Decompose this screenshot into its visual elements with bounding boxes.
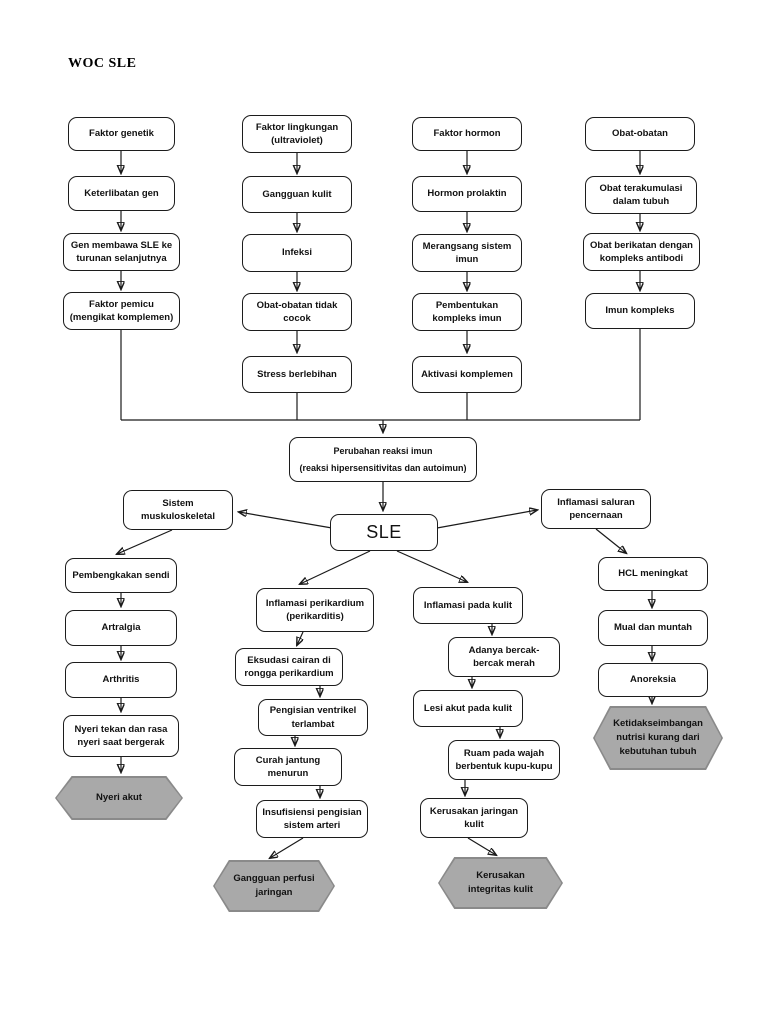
node-sistem-muskuloskeletal: Sistem muskuloskeletal	[123, 490, 233, 530]
node-nyeri-tekan: Nyeri tekan dan rasa nyeri saat bergerak	[63, 715, 179, 757]
node-perubahan-reaksi-imun: Perubahan reaksi imun (reaksi hipersensi…	[289, 437, 477, 482]
outcome-gangguan-perfusi-label: Gangguan perfusi jaringan	[233, 872, 315, 898]
node-pembentukan-kompleks-imun: Pembentukan kompleks imun	[412, 293, 522, 331]
node-inflamasi-perikardium: Inflamasi perikardium (perikarditis)	[256, 588, 374, 632]
outcome-nyeri-akut-label: Nyeri akut	[96, 791, 142, 803]
node-pengisian-ventrikel: Pengisian ventrikel terlambat	[258, 699, 368, 736]
node-curah-jantung-menurun: Curah jantung menurun	[234, 748, 342, 786]
node-mual-dan-muntah: Mual dan muntah	[598, 610, 708, 646]
node-imun-kompleks: Imun kompleks	[585, 293, 695, 329]
node-anoreksia: Anoreksia	[598, 663, 708, 697]
node-stress-berlebihan: Stress berlebihan	[242, 356, 352, 393]
outcome-ketidakseimbangan-nutrisi: Ketidakseimbangan nutrisi kurang dari ke…	[593, 706, 723, 770]
node-eksudasi-cairan: Eksudasi cairan di rongga perikardium	[235, 648, 343, 686]
node-aktivasi-komplemen: Aktivasi komplemen	[412, 356, 522, 393]
node-merangsang-sistem-imun: Merangsang sistem imun	[412, 234, 522, 272]
node-hcl-meningkat: HCL meningkat	[598, 557, 708, 591]
merge-line2: (reaksi hipersensitivitas dan autoimun)	[299, 462, 467, 473]
outcome-kerusakan-integritas-label: Kerusakan integritas kulit	[468, 869, 533, 895]
node-artralgia: Artralgia	[65, 610, 177, 646]
node-obat-tidak-cocok: Obat-obatan tidak cocok	[242, 293, 352, 331]
outcome-nyeri-akut: Nyeri akut	[55, 776, 183, 820]
node-obat-terakumulasi: Obat terakumulasi dalam tubuh	[585, 176, 697, 214]
node-bercak-merah: Adanya bercak-bercak merah	[448, 637, 560, 677]
node-arthritis: Arthritis	[65, 662, 177, 698]
node-faktor-genetik: Faktor genetik	[68, 117, 175, 151]
node-faktor-pemicu: Faktor pemicu (mengikat komplemen)	[63, 292, 180, 330]
node-pembengkakan-sendi: Pembengkakan sendi	[65, 558, 177, 593]
merge-line1: Perubahan reaksi imun	[333, 445, 433, 456]
page-title: WOC SLE	[68, 56, 137, 71]
node-insufisiensi-pengisian: Insufisiensi pengisian sistem arteri	[256, 800, 368, 838]
outcome-kerusakan-integritas: Kerusakan integritas kulit	[438, 857, 563, 909]
node-keterlibatan-gen: Keterlibatan gen	[68, 176, 175, 211]
node-faktor-lingkungan: Faktor lingkungan (ultraviolet)	[242, 115, 352, 153]
outcome-ketidakseimbangan-nutrisi-label: Ketidakseimbangan nutrisi kurang dari ke…	[613, 717, 703, 758]
node-gen-membawa-sle: Gen membawa SLE ke turunan selanjutnya	[63, 233, 180, 271]
node-infeksi: Infeksi	[242, 234, 352, 272]
node-hormon-prolaktin: Hormon prolaktin	[412, 176, 522, 212]
node-sle: SLE	[330, 514, 438, 551]
node-inflamasi-saluran-pencernaan: Inflamasi saluran pencernaan	[541, 489, 651, 529]
node-obat-obatan: Obat-obatan	[585, 117, 695, 151]
node-ruam-kupu-kupu: Ruam pada wajah berbentuk kupu-kupu	[448, 740, 560, 780]
node-gangguan-kulit: Gangguan kulit	[242, 176, 352, 213]
outcome-gangguan-perfusi: Gangguan perfusi jaringan	[213, 860, 335, 912]
node-obat-berikatan: Obat berikatan dengan kompleks antibodi	[583, 233, 700, 271]
node-inflamasi-pada-kulit: Inflamasi pada kulit	[413, 587, 523, 624]
node-lesi-akut: Lesi akut pada kulit	[413, 690, 523, 727]
node-kerusakan-jaringan-kulit: Kerusakan jaringan kulit	[420, 798, 528, 838]
node-faktor-hormon: Faktor hormon	[412, 117, 522, 151]
